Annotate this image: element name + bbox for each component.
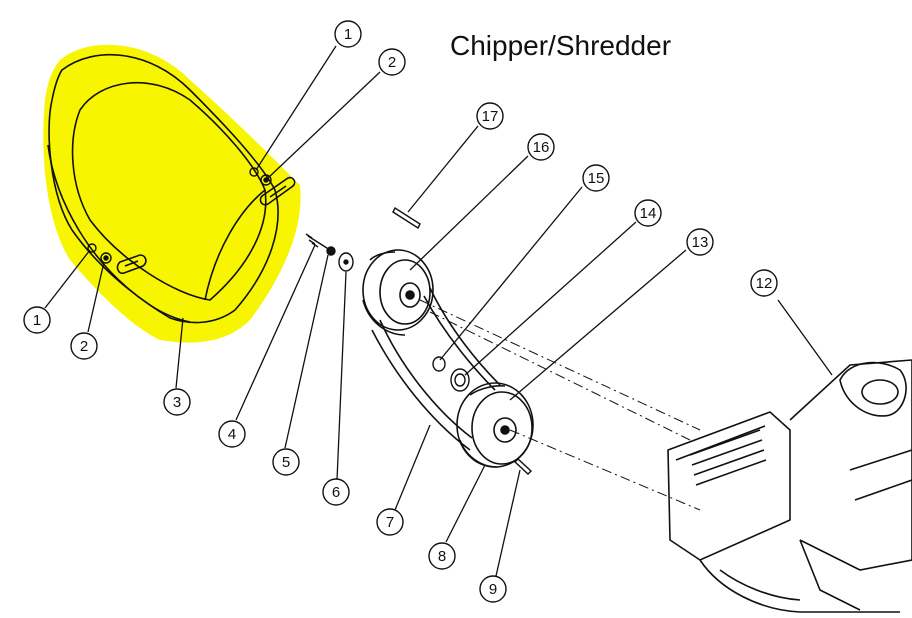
callout-3: 3 xyxy=(163,388,191,416)
diagram-title: Chipper/Shredder xyxy=(450,30,672,61)
belt-guard xyxy=(47,53,296,324)
callout-circle xyxy=(428,542,456,570)
alignment-lines xyxy=(419,299,701,511)
callout-label: 3 xyxy=(173,394,181,411)
upper-pulley xyxy=(362,249,434,336)
callout-circle xyxy=(23,306,51,334)
callout-label: 7 xyxy=(386,514,394,531)
callout-circle xyxy=(272,448,300,476)
callout-2: 2 xyxy=(378,48,406,76)
callout-circle xyxy=(634,199,662,227)
callout-label: 12 xyxy=(756,275,773,292)
callout-label: 2 xyxy=(388,54,396,71)
bolt-and-washers xyxy=(305,233,354,272)
callout-label: 2 xyxy=(80,338,88,355)
callout-label: 8 xyxy=(438,548,446,565)
callout-13: 13 xyxy=(686,228,714,256)
callout-circle xyxy=(686,228,714,256)
callout-label: 9 xyxy=(489,581,497,598)
callout-circle xyxy=(376,508,404,536)
callout-circle xyxy=(322,478,350,506)
callout-9: 9 xyxy=(479,575,507,603)
callout-circle xyxy=(582,164,610,192)
leader-lines xyxy=(44,45,833,577)
spacer-rings xyxy=(432,356,470,392)
v-belt xyxy=(371,287,501,451)
callout-circle xyxy=(334,20,362,48)
key-part xyxy=(392,206,421,230)
callout-label: 14 xyxy=(640,205,657,222)
lower-pulley xyxy=(456,382,534,468)
callout-circle xyxy=(70,332,98,360)
callout-15: 15 xyxy=(582,164,610,192)
callout-label: 1 xyxy=(33,312,41,329)
callout-label: 6 xyxy=(332,484,340,501)
callout-label: 4 xyxy=(228,426,236,443)
callout-17: 17 xyxy=(476,102,504,130)
callout-circle xyxy=(218,420,246,448)
callout-1: 1 xyxy=(23,306,51,334)
callout-1: 1 xyxy=(334,20,362,48)
callout-16: 16 xyxy=(527,133,555,161)
hardware-nut-washer xyxy=(87,167,272,264)
callout-12: 12 xyxy=(750,269,778,297)
callout-circle xyxy=(378,48,406,76)
callout-circle xyxy=(479,575,507,603)
callout-5: 5 xyxy=(272,448,300,476)
callout-8: 8 xyxy=(428,542,456,570)
callout-label: 13 xyxy=(692,234,709,251)
callout-label: 15 xyxy=(588,170,605,187)
engine xyxy=(667,359,912,613)
callout-7: 7 xyxy=(376,508,404,536)
key-part-lower xyxy=(513,458,533,475)
callout-circle xyxy=(476,102,504,130)
callout-2: 2 xyxy=(70,332,98,360)
callout-circle xyxy=(527,133,555,161)
callout-label: 17 xyxy=(482,108,499,125)
callout-4: 4 xyxy=(218,420,246,448)
callout-6: 6 xyxy=(322,478,350,506)
callout-circle xyxy=(163,388,191,416)
callout-label: 16 xyxy=(533,139,550,156)
callout-circle xyxy=(750,269,778,297)
callout-14: 14 xyxy=(634,199,662,227)
callout-label: 5 xyxy=(282,454,290,471)
callout-label: 1 xyxy=(344,26,352,43)
